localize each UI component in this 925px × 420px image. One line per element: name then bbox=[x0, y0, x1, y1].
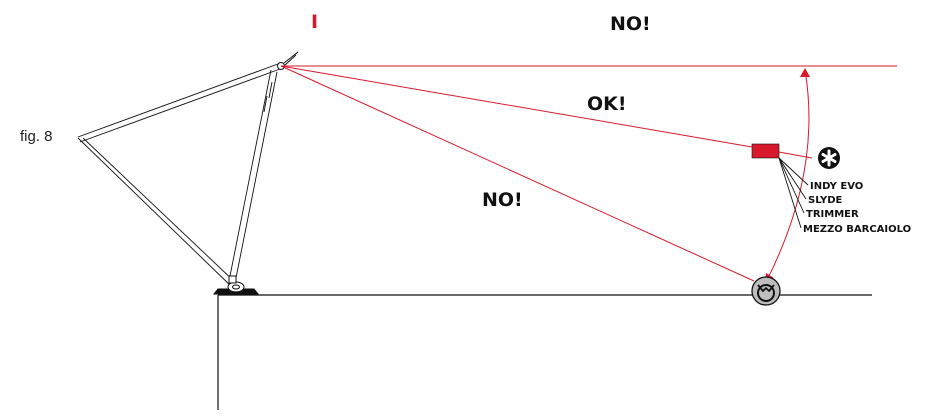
device-label-trimmer: TRIMMER bbox=[806, 209, 859, 220]
device-leader-lines bbox=[778, 157, 809, 229]
no-label-top: NO! bbox=[610, 13, 651, 35]
rope-ok bbox=[280, 65, 753, 148]
a-frame-structure bbox=[77, 63, 281, 289]
device-label-mezzo-barcaiolo: MEZZO BARCAIOLO bbox=[803, 224, 911, 235]
no-label-lower: NO! bbox=[482, 189, 523, 211]
belay-ring-icon bbox=[751, 276, 781, 306]
belay-device-box bbox=[751, 143, 780, 159]
base-mount bbox=[212, 275, 260, 295]
ok-label: OK! bbox=[587, 93, 627, 115]
arc-arrow-top-icon bbox=[800, 68, 810, 77]
device-label-indy-evo: INDY EVO bbox=[810, 181, 863, 192]
figure-label: fig. 8 bbox=[20, 128, 53, 145]
device-label-slyde: SLYDE bbox=[808, 195, 843, 206]
asterisk-icon bbox=[818, 147, 840, 169]
anchor-marker: I bbox=[311, 11, 318, 33]
rope-to-belay bbox=[280, 65, 755, 282]
